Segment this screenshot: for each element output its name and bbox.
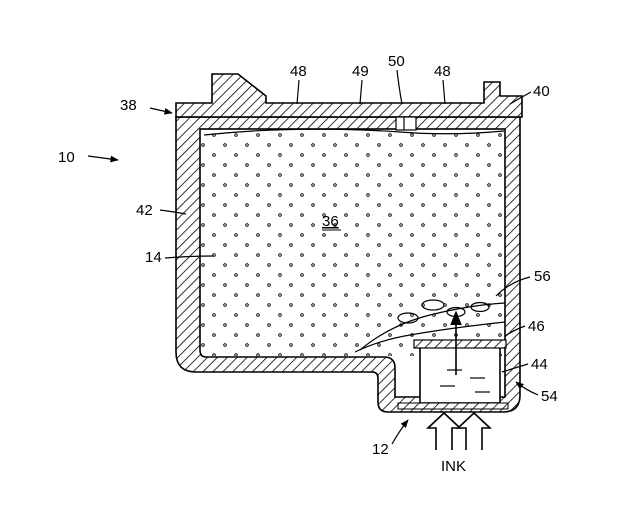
label-ref-48-left: 48 (290, 63, 307, 80)
label-ref-56: 56 (534, 268, 551, 285)
label-ref-44: 44 (531, 356, 548, 373)
ink-inlet-arrow-left (425, 411, 463, 450)
housing-wall (175, 116, 521, 413)
ink-inlet-arrow-right (455, 411, 493, 450)
label-ref-40: 40 (533, 83, 550, 100)
label-ref-36: 36 (322, 213, 339, 230)
label-ink: INK (441, 458, 466, 475)
label-ref-12: 12 (372, 441, 389, 458)
label-ref-50: 50 (388, 53, 405, 70)
label-ref-54: 54 (541, 388, 558, 405)
label-ref-49: 49 (352, 63, 369, 80)
filter-chamber-44 (419, 344, 501, 404)
label-ref-42: 42 (136, 202, 153, 219)
foam-body-36 (201, 130, 504, 356)
label-ref-46: 46 (528, 318, 545, 335)
meniscus-layer (359, 302, 506, 351)
label-ref-14: 14 (145, 249, 162, 266)
label-ref-38: 38 (120, 97, 137, 114)
lid (175, 73, 523, 118)
label-ref-10: 10 (58, 149, 75, 166)
label-ref-48-right: 48 (434, 63, 451, 80)
